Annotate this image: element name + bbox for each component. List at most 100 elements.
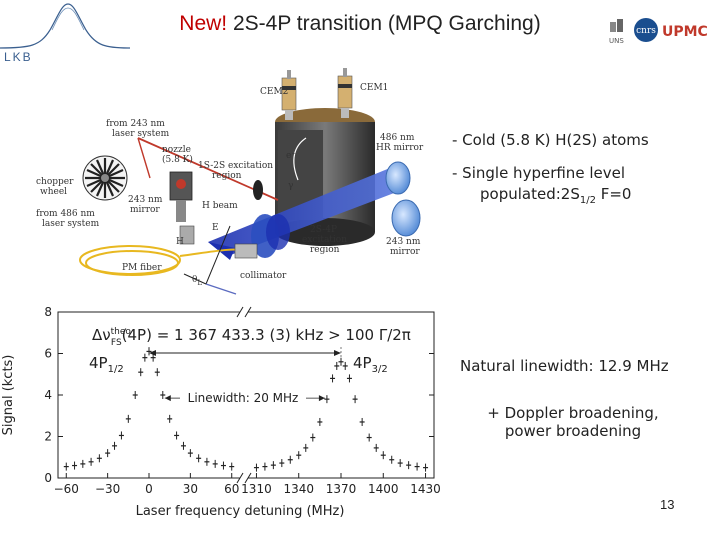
- mirror-243-right: [391, 199, 421, 237]
- peak-label-sub: 3/2: [372, 364, 388, 375]
- label-mirror243b-2: mirror: [390, 247, 420, 257]
- splitting-arrowhead-right: [334, 350, 341, 356]
- detector-chamber: [275, 108, 375, 246]
- cem1-detector: [337, 68, 353, 118]
- chopper-wheel: [82, 155, 128, 201]
- label-from243-1: from 243 nm: [106, 119, 165, 129]
- label-hbeam: H beam: [202, 201, 238, 211]
- y-tick-label: 4: [44, 388, 52, 402]
- x-tick-label: 60: [224, 482, 239, 496]
- y-axis-label: Signal (kcts): [1, 355, 16, 436]
- bullet-hyperfine-line2: populated:2S1/2 F=0: [452, 184, 712, 211]
- broadening-note: + Doppler broadening, power broadening: [468, 404, 678, 440]
- institution-logos: UNS cnrs UPMC: [609, 18, 708, 45]
- x-tick-label: 30: [183, 482, 198, 496]
- y-tick-label: 6: [44, 347, 52, 361]
- label-chopper-1: chopper: [36, 177, 74, 187]
- x-tick-label: −30: [95, 482, 120, 496]
- label-1s2s-2: region: [212, 171, 242, 181]
- mirror-243-small: [179, 225, 195, 245]
- axis-break-gap: [240, 309, 248, 315]
- annotation-sup: theo: [111, 327, 132, 337]
- slide-number: 13: [660, 497, 675, 512]
- label-electron: e⁻: [286, 151, 296, 161]
- label-chopper-2: wheel: [40, 187, 67, 197]
- label-from243-2: laser system: [112, 129, 170, 139]
- lkb-logo: [0, 3, 130, 49]
- annotation-delta: Δν: [92, 326, 111, 344]
- label-h: H: [176, 237, 184, 247]
- y-tick-label: 0: [44, 471, 52, 485]
- axis-break-gap: [240, 475, 248, 481]
- label-cem1: CEM1: [360, 83, 388, 93]
- bullet-hyperfine: - Single hyperfine level populated:2S1/2 …: [452, 163, 712, 211]
- linewidth-arrowhead-right: [318, 395, 325, 402]
- laser-486-beam: [208, 168, 402, 260]
- x-tick-label: 1400: [368, 482, 399, 496]
- bullet-hyperfine-line1: - Single hyperfine level: [452, 164, 625, 182]
- h-arrow: [183, 273, 207, 285]
- x-tick-label: 1310: [241, 482, 272, 496]
- natural-linewidth-note: Natural linewidth: 12.9 MHz: [460, 357, 669, 375]
- linewidth-annotation: Linewidth: 20 MHz: [188, 391, 299, 405]
- title-new: New!: [179, 12, 228, 35]
- bullet-hyperfine-post: F=0: [595, 185, 632, 203]
- label-nozzle-1: nozzle: [162, 145, 191, 155]
- label-mirror243a-1: 243 nm: [128, 195, 163, 205]
- label-mirror243b-1: 243 nm: [386, 237, 421, 247]
- label-from486-1: from 486 nm: [36, 209, 95, 219]
- label-2s4p-2: excitation: [302, 235, 347, 245]
- label-pm-fiber: PM fiber: [122, 263, 162, 273]
- upmc-logo-text: UPMC: [662, 24, 708, 40]
- label-e-field: E: [212, 223, 219, 233]
- excitation-ring: [253, 180, 263, 200]
- peak-label-sub: 1/2: [108, 364, 124, 375]
- y-tick-label: 8: [44, 305, 52, 319]
- peak-label: 4P1/2: [89, 354, 124, 375]
- axis-break-mark: [244, 306, 252, 318]
- x-tick-label: −60: [54, 482, 79, 496]
- x-axis-label: Laser frequency detuning (MHz): [136, 504, 345, 519]
- label-gamma: γ: [288, 181, 293, 191]
- cnrs-logo: cnrs: [634, 18, 658, 42]
- label-hr486-2: HR mirror: [376, 143, 424, 153]
- linewidth-arrowhead-left: [164, 395, 171, 402]
- experiment-apparatus-diagram: CEM2 CEM1 from 243 nm laser system nozzl…: [36, 68, 424, 295]
- label-2s4p-3: region: [310, 245, 340, 255]
- data-series: [63, 347, 429, 472]
- x-tick-label: 1430: [410, 482, 441, 496]
- label-collimator: collimator: [240, 271, 287, 281]
- broadening-note-2: power broadening: [504, 422, 642, 440]
- e-field-arrow: [205, 225, 231, 285]
- bullet-list: - Cold (5.8 K) H(2S) atoms - Single hype…: [452, 130, 712, 223]
- bullet-cold-atoms: - Cold (5.8 K) H(2S) atoms: [452, 131, 649, 149]
- x-tick-label: 1340: [283, 482, 314, 496]
- label-2s4p-1: 2S-4P: [310, 225, 337, 235]
- peak-label: 4P3/2: [353, 354, 388, 375]
- broadening-note-1: + Doppler broadening,: [487, 404, 659, 422]
- label-nozzle-2: (5.8 K): [162, 154, 193, 165]
- label-theta: θL: [192, 275, 202, 287]
- label-hr486-1: 486 nm: [380, 133, 415, 143]
- slide-title: New! 2S-4P transition (MPQ Garching): [0, 12, 720, 36]
- label-theta-sub: L: [197, 279, 202, 287]
- label-1s2s-1: 1S-2S excitation: [198, 161, 273, 171]
- laser-243-return: [137, 137, 151, 179]
- axis-break-mark: [236, 306, 244, 318]
- title-text: 2S-4P transition (MPQ Garching): [227, 12, 541, 35]
- label-mirror243a-2: mirror: [130, 205, 160, 215]
- label-theta-main: θ: [192, 275, 197, 285]
- cnrs-logo-text: cnrs: [636, 26, 656, 36]
- annotation-sub: FS: [111, 338, 122, 348]
- peak-label-main: 4P: [89, 354, 108, 372]
- y-tick-label: 2: [44, 430, 52, 444]
- peak-label-main: 4P: [353, 354, 372, 372]
- axis-break-mark: [244, 472, 252, 484]
- label-from486-2: laser system: [42, 219, 100, 229]
- upmc-logo: UPMC: [662, 24, 708, 40]
- label-cem2: CEM2: [260, 87, 288, 97]
